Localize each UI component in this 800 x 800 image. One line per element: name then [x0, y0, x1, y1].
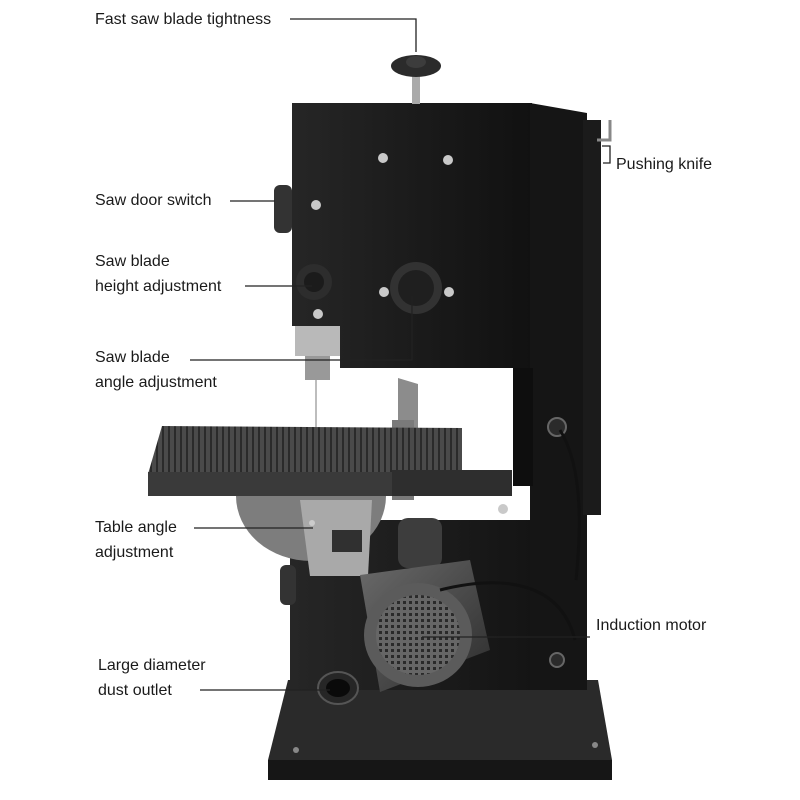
- work-table: [148, 426, 512, 496]
- height-adjustment-knob: [296, 264, 332, 300]
- cabinet-screw: [498, 504, 508, 514]
- label-saw-door-switch: Saw door switch: [95, 192, 212, 209]
- housing-screws: [311, 153, 454, 319]
- label-saw-blade-height-adjustment: Saw blade height adjustment: [95, 249, 221, 299]
- blade-guide: [295, 326, 340, 430]
- leader-lines: [190, 18, 611, 691]
- induction-motor: [360, 518, 577, 692]
- leader-tightness: [290, 18, 417, 52]
- label-line: Saw blade: [95, 253, 170, 270]
- label-saw-blade-angle-adjustment: Saw blade angle adjustment: [95, 345, 217, 395]
- label-pushing-knife: Pushing knife: [616, 156, 713, 173]
- door-switch-knob: [274, 185, 292, 233]
- label-fast-saw-blade-tightness: Fast saw blade tightness: [95, 11, 272, 28]
- dust-outlet: [317, 671, 359, 705]
- side-knob: [280, 565, 296, 605]
- upper-housing: [292, 103, 532, 368]
- angle-adjustment-knob: [390, 262, 442, 314]
- right-column: [513, 103, 601, 690]
- label-line: angle adjustment: [95, 374, 217, 391]
- cord-grommet-lower: [549, 652, 565, 668]
- label-line: dust outlet: [98, 682, 172, 699]
- table-trunnion: [236, 496, 386, 576]
- label-line: Table angle: [95, 519, 177, 536]
- label-large-diameter-dust-outlet: Large diameter dust outlet: [98, 653, 206, 703]
- label-induction-motor: Induction motor: [596, 617, 707, 634]
- pushing-knife: [597, 120, 612, 142]
- base-plate: [268, 680, 612, 780]
- label-line: height adjustment: [95, 278, 222, 295]
- leader-angle: [190, 296, 413, 361]
- label-line: Saw blade: [95, 349, 170, 366]
- label-table-angle-adjustment: Table angle adjustment: [95, 515, 177, 565]
- leader-pushing-knife: [602, 145, 611, 164]
- label-line: Large diameter: [98, 657, 206, 674]
- label-line: adjustment: [95, 544, 174, 561]
- power-cord: [558, 429, 581, 581]
- tension-knob: [391, 55, 441, 104]
